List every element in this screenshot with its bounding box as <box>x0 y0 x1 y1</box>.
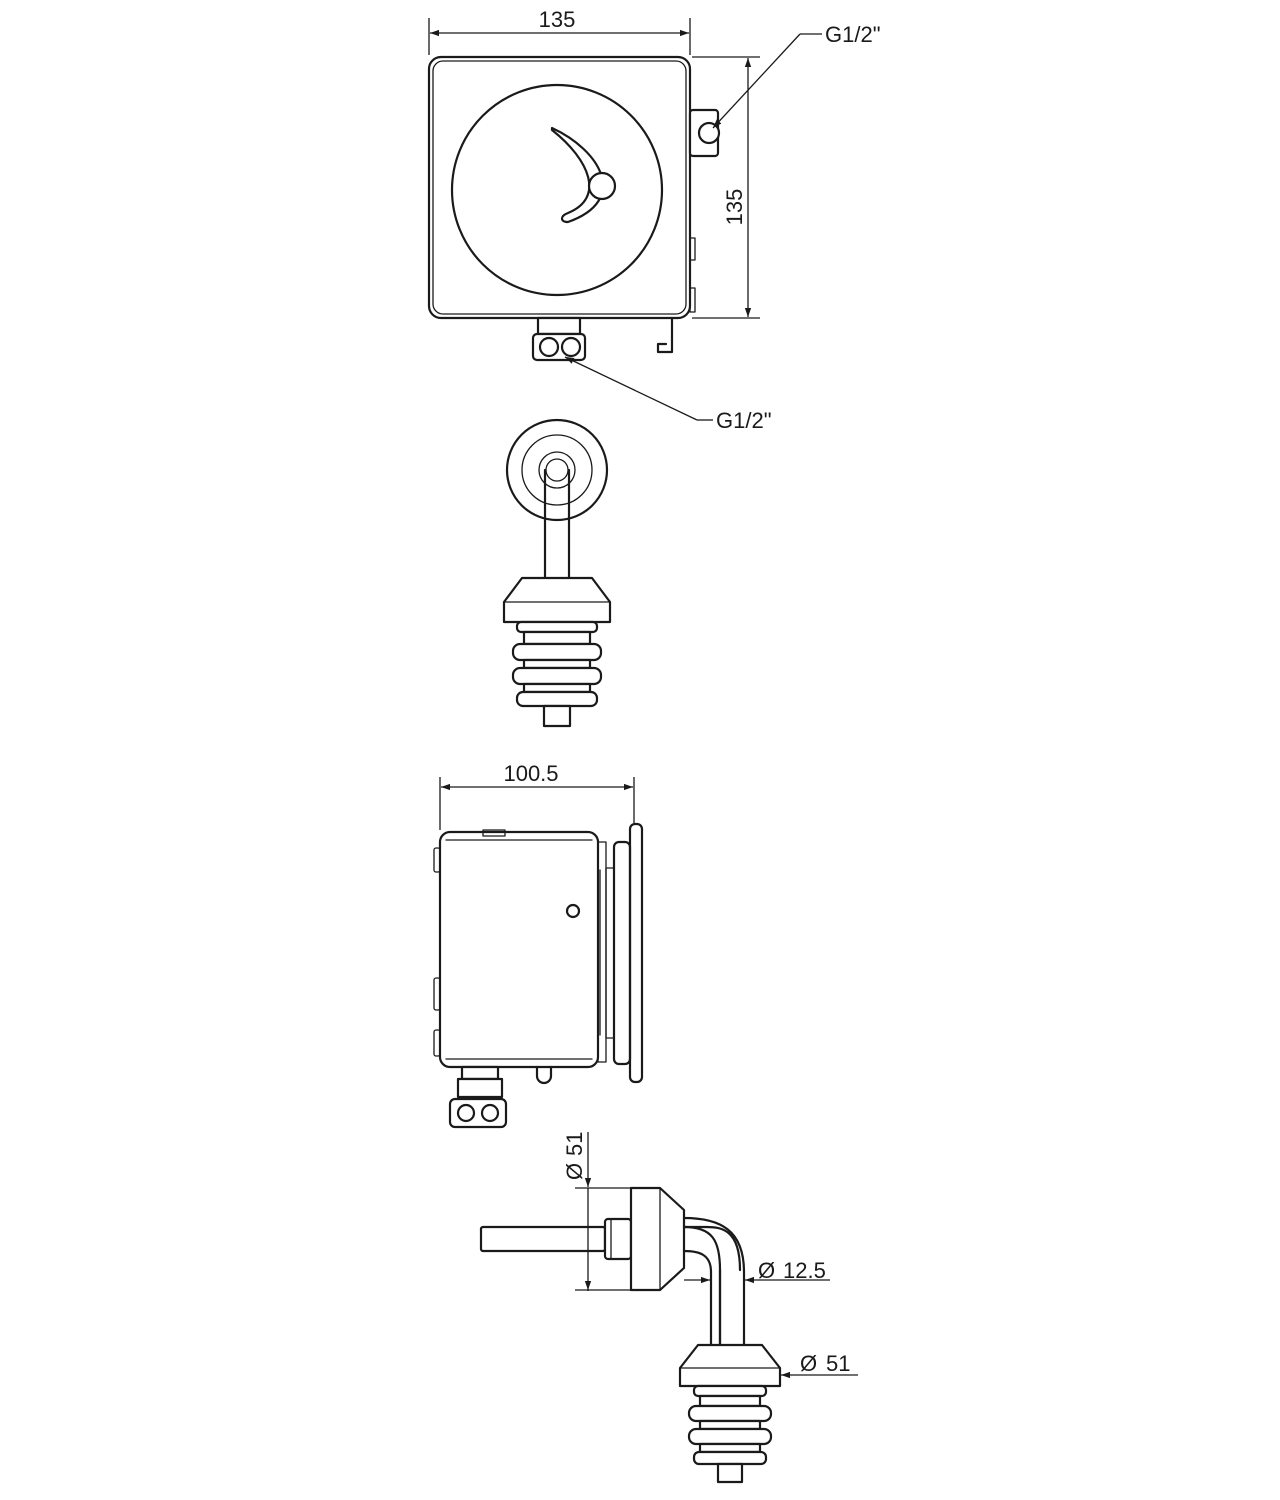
push-button <box>450 83 664 297</box>
pipe-diameter-label: Ø 12.5 <box>758 1258 826 1283</box>
side-flange <box>629 1186 686 1292</box>
flange-diameter-label: Ø 51 <box>562 1132 587 1180</box>
bottom-inlet-leader <box>564 356 698 421</box>
trap-diameter-label: Ø 51 <box>800 1351 850 1376</box>
side-inlet-label: G1/2" <box>825 22 881 47</box>
box-body <box>438 830 600 1069</box>
front-plate-inner <box>432 60 687 315</box>
pipe-front-view <box>502 418 612 728</box>
width-dimension-label: 135 <box>539 7 576 32</box>
front-view: 135 135 G1/2" G1/2" <box>427 7 881 433</box>
bottom-fitting-nut-right <box>560 336 582 358</box>
depth-dimension-label: 100.5 <box>503 761 558 786</box>
pipe-side-view: Ø 51 Ø 12.5 Ø 51 <box>479 1132 858 1484</box>
wall-flange <box>505 418 609 522</box>
pipe-diameter-symbol: Ø <box>758 1258 775 1283</box>
bottom-inlet-label: G1/2" <box>716 408 772 433</box>
cover-plate-edge <box>628 822 644 1084</box>
svg-text:51: 51 <box>826 1351 850 1376</box>
svg-text:12.5: 12.5 <box>783 1258 826 1283</box>
side-fitting-nut <box>697 121 721 145</box>
side-screw <box>565 903 581 919</box>
bottom-fitting-nut-left <box>538 336 560 358</box>
bottom-fitting-body <box>536 316 582 336</box>
vertical-pipe <box>543 468 571 580</box>
logo-dot-icon <box>587 171 617 201</box>
pipe-bend <box>682 1225 742 1347</box>
front-plate <box>427 55 692 320</box>
side-view: 100.5 <box>433 761 644 1129</box>
height-dimension-label: 135 <box>722 189 747 226</box>
flange-diameter-symbol: Ø <box>562 1163 587 1180</box>
horizontal-stub <box>479 1225 607 1253</box>
trap-diameter-symbol: Ø <box>800 1351 817 1376</box>
trap-outlet <box>542 704 572 728</box>
logo-crescent-icon <box>550 126 604 224</box>
trap-cone <box>502 576 612 624</box>
svg-text:51: 51 <box>562 1132 587 1156</box>
side-trap-cone <box>678 1343 782 1388</box>
